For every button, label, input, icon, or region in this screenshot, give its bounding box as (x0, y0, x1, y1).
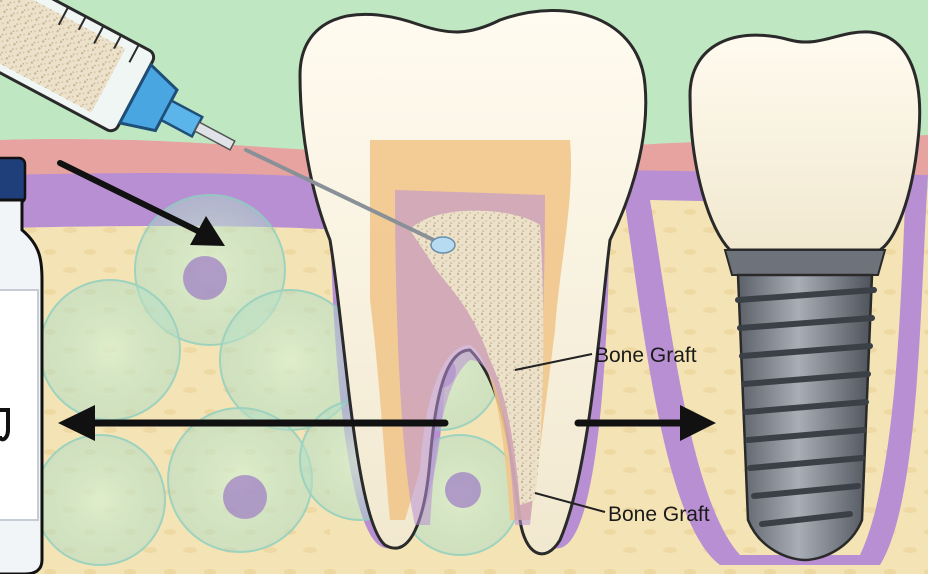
cell-nucleus (445, 472, 481, 508)
arrow-diagonal (57, 160, 225, 246)
syringe-needle-base (193, 121, 236, 151)
cell (39, 279, 181, 421)
implant-crown (688, 30, 922, 252)
cell (34, 434, 166, 566)
arrow-left (58, 405, 449, 441)
syringe-hub (117, 62, 179, 133)
syringe-scale (57, 6, 140, 63)
label-bone-graft-upper: Bone Graft (595, 344, 697, 367)
vial (0, 156, 44, 574)
syringe-needle (244, 148, 442, 245)
leader-line-upper (514, 353, 593, 371)
cell-nucleus (223, 475, 267, 519)
syringe-graft-fill (0, 0, 126, 113)
dental-implant (688, 30, 922, 562)
leader-line-lower (534, 492, 606, 513)
implant-threads (735, 287, 877, 527)
needle-droplet (430, 236, 456, 254)
implant-abutment (723, 249, 887, 276)
syringe (0, 0, 456, 254)
vial-cap (0, 156, 27, 205)
vial-label (0, 289, 39, 521)
label-bone-graft-lower: Bone Graft (608, 503, 710, 526)
bone-graft-material (410, 210, 544, 505)
cell-cluster (34, 194, 521, 566)
arrow-right (574, 405, 716, 441)
vial-label-mark (0, 408, 10, 442)
cell-nucleus (183, 256, 227, 300)
